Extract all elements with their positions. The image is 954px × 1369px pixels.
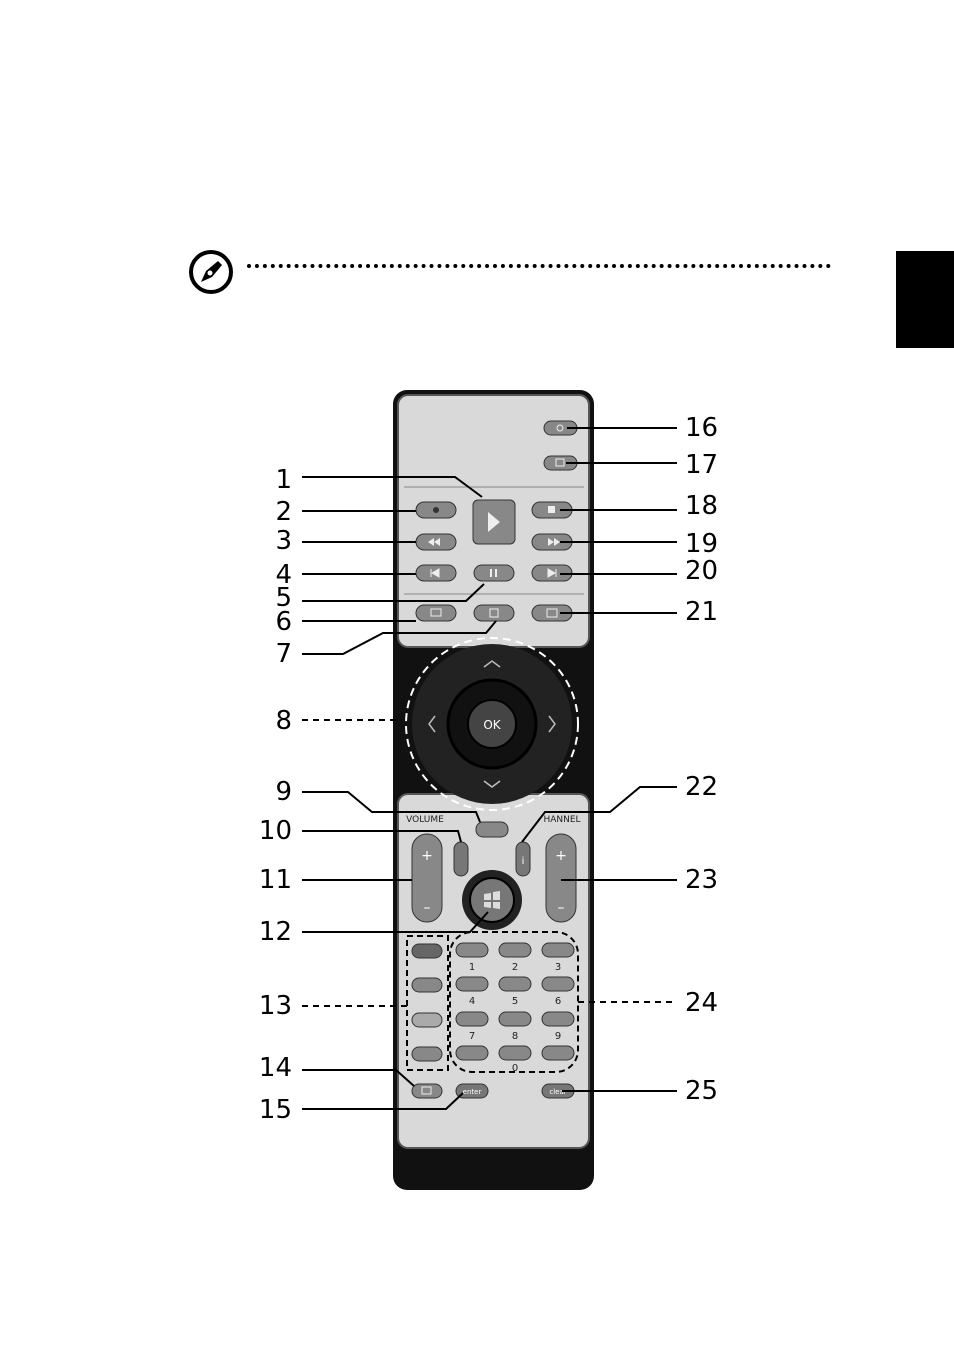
callout-number: 15 [232, 1097, 292, 1123]
callout-number: 19 [685, 531, 745, 557]
teletext-button [412, 1084, 442, 1098]
number-key [456, 977, 488, 991]
callout-number: 12 [232, 919, 292, 945]
dvd-menu-button [474, 605, 514, 621]
number-key [499, 943, 531, 957]
number-key-label: 9 [555, 1031, 561, 1042]
record-icon [433, 507, 439, 513]
callout-number: 13 [232, 993, 292, 1019]
callout-number: 20 [685, 558, 745, 584]
number-key-label: 8 [512, 1031, 518, 1042]
channel-label: HANNEL [543, 815, 580, 825]
number-key-label: 4 [469, 996, 475, 1007]
number-key [456, 943, 488, 957]
number-key-label: 5 [512, 996, 518, 1007]
callout-number: 23 [685, 867, 745, 893]
number-key [499, 1046, 531, 1060]
number-key [542, 1046, 574, 1060]
callout-number: 21 [685, 599, 745, 625]
number-key-label: 0 [512, 1063, 518, 1074]
volume-up-label: + [421, 848, 433, 864]
pause-button [474, 565, 514, 581]
blue-button [412, 1047, 442, 1061]
number-key-label: 3 [555, 962, 561, 973]
callout-number: 25 [685, 1078, 745, 1104]
volume-down-label: – [424, 900, 431, 916]
callout-number: 10 [232, 818, 292, 844]
number-key-label: 7 [469, 1031, 475, 1042]
callout-number: 9 [232, 779, 292, 805]
callout-number: 3 [232, 528, 292, 554]
back-button [454, 842, 468, 876]
callout-number: 24 [685, 990, 745, 1016]
red-button [412, 944, 442, 958]
enter-label: enter [463, 1088, 482, 1096]
number-key [499, 977, 531, 991]
number-key [542, 1012, 574, 1026]
more-info-button [476, 822, 508, 837]
callout-number: 17 [685, 452, 745, 478]
number-key [456, 1012, 488, 1026]
callout-number: 2 [232, 499, 292, 525]
callout-number: 16 [685, 415, 745, 441]
yellow-button [412, 1013, 442, 1027]
number-key-label: 6 [555, 996, 561, 1007]
callout-number: 6 [232, 609, 292, 635]
callout-number: 7 [232, 641, 292, 667]
callout-number: 8 [232, 708, 292, 734]
info-button-label: i [522, 856, 525, 867]
green-button [412, 978, 442, 992]
number-key [542, 943, 574, 957]
callout-number: 11 [232, 867, 292, 893]
channel-up-label: + [555, 848, 567, 864]
number-key-label: 2 [512, 962, 518, 973]
live-tv-button [416, 605, 456, 621]
channel-down-label: – [558, 900, 565, 916]
stop-icon [548, 506, 555, 513]
number-key-label: 1 [469, 962, 475, 973]
callout-number: 1 [232, 467, 292, 493]
callout-number: 14 [232, 1055, 292, 1081]
number-key [499, 1012, 531, 1026]
number-key [542, 977, 574, 991]
volume-label: VOLUME [406, 815, 444, 825]
callout-number: 22 [685, 774, 745, 800]
callout-number: 18 [685, 493, 745, 519]
start-button [470, 878, 514, 922]
ok-label: OK [483, 718, 501, 732]
number-key [456, 1046, 488, 1060]
